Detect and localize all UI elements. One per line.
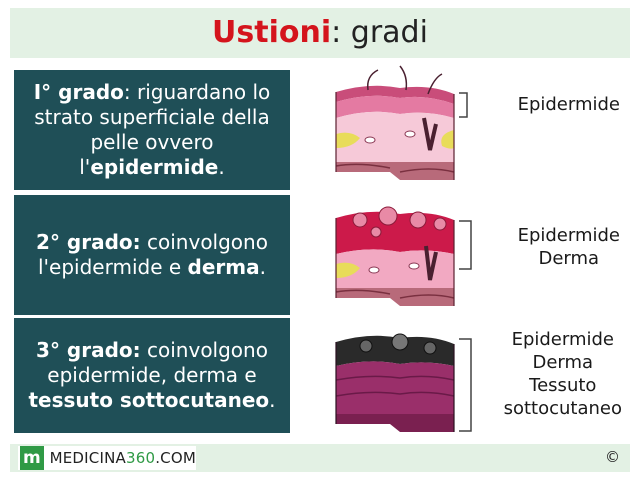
second-degree-labels: Epidermide Derma	[518, 224, 620, 270]
label-tessuto-3: Tessuto	[529, 375, 597, 396]
label-epidermide-2: Epidermide	[517, 225, 620, 246]
second-degree-tail: .	[259, 255, 266, 279]
first-degree-box: I° grado: riguardano lo strato superfici…	[14, 70, 290, 190]
third-degree-skin-illustration	[335, 333, 455, 432]
logo-icon: m	[20, 446, 44, 470]
first-degree-text: : riguardano lo strato superficiale dell…	[34, 80, 271, 179]
second-degree-box: 2° grado: coinvolgono l'epidermide e der…	[14, 195, 290, 315]
label-epidermide-1: Epidermide	[517, 94, 620, 115]
first-degree-title: I° grado	[33, 80, 124, 104]
brand-part-c: .COM	[155, 449, 196, 467]
label-derma-2: Derma	[538, 248, 600, 269]
second-degree-text: coinvolgono l'epidermide e	[38, 230, 268, 279]
epidermis-bracket-1	[459, 92, 468, 118]
second-degree-skin-illustration	[335, 206, 455, 306]
label-derma-3: Derma	[532, 352, 594, 373]
footer-bar: m MEDICINA360.COM ©	[10, 444, 630, 472]
label-epidermide-3: Epidermide	[511, 329, 614, 350]
third-degree-text: coinvolgono epidermide, derma e	[47, 338, 268, 387]
third-degree-box: 3° grado: coinvolgono epidermide, derma …	[14, 318, 290, 433]
first-degree-tail: .	[218, 155, 225, 179]
second-degree-title: 2° grado:	[36, 230, 141, 254]
brand-part-a: MEDICINA	[49, 449, 126, 467]
title-rest: : gradi	[331, 15, 428, 50]
first-degree-emph: epidermide	[90, 155, 219, 179]
copyright-symbol: ©	[605, 448, 620, 466]
third-degree-labels: Epidermide Derma Tessuto sottocutaneo	[504, 328, 622, 420]
first-degree-labels: Epidermide	[518, 93, 620, 116]
title-accent: Ustioni	[212, 15, 332, 50]
first-degree-skin-illustration	[335, 65, 455, 180]
layers-bracket-2	[459, 220, 472, 270]
layers-bracket-3	[459, 338, 472, 432]
brand-logo[interactable]: m MEDICINA360.COM	[18, 446, 196, 470]
brand-name: MEDICINA360.COM	[50, 449, 196, 467]
third-degree-emph: tessuto sottocutaneo	[28, 388, 270, 412]
third-degree-tail: .	[269, 388, 276, 412]
brand-part-b: 360	[125, 449, 156, 467]
second-degree-emph: derma	[187, 255, 260, 279]
third-degree-title: 3° grado:	[36, 338, 141, 362]
label-sottocutaneo-3: sottocutaneo	[503, 398, 622, 419]
page-title: Ustioni: gradi	[10, 8, 630, 58]
